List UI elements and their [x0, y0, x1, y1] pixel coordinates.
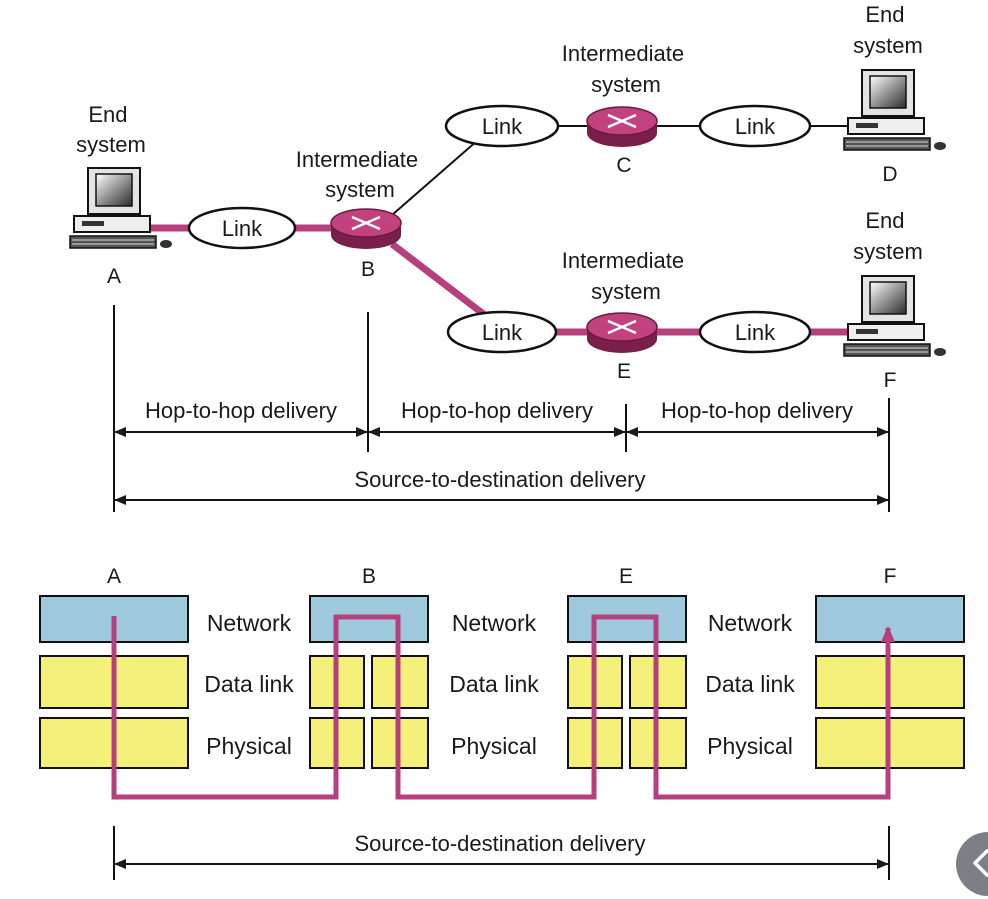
layer-label-network: Network [452, 610, 537, 636]
hop-label-3: Hop-to-hop delivery [661, 398, 853, 423]
link-label: Link [735, 114, 776, 139]
link-be: Link [446, 310, 558, 354]
node-d-id: D [882, 163, 897, 186]
computer-icon [843, 275, 946, 357]
link-label: Link [482, 114, 523, 139]
layer-label-physical: Physical [707, 733, 793, 759]
source-dest-label-top: Source-to-destination delivery [354, 467, 645, 492]
hop-label-2: Hop-to-hop delivery [401, 398, 593, 423]
source-dest-label-bottom: Source-to-destination delivery [354, 831, 645, 856]
node-e-role: Intermediate system [562, 248, 690, 304]
node-f-id: F [884, 369, 897, 392]
link-ef: Link [698, 310, 812, 354]
stack-header-b: B [362, 565, 376, 588]
node-f-role: End system [853, 208, 923, 264]
node-a-id: A [107, 265, 121, 288]
hop-label-1: Hop-to-hop delivery [145, 398, 337, 423]
node-a-role: End system [76, 102, 146, 157]
link-label: Link [735, 320, 776, 345]
router-icon [330, 208, 402, 249]
node-e-id: E [617, 360, 631, 383]
cable-b-link-lower [389, 241, 489, 319]
computer-icon [69, 167, 172, 249]
node-c-role: Intermediate system [562, 41, 690, 97]
source-dest-bottom: Source-to-destination delivery [113, 826, 890, 880]
stack-header-a: A [107, 565, 121, 588]
topology-connections [150, 125, 852, 336]
stack-header-e: E [619, 565, 633, 588]
cable-b-link-upper [391, 139, 479, 216]
layer-label-network: Network [708, 610, 793, 636]
node-d-role: End system [853, 2, 923, 58]
delivery-spans: Hop-to-hop delivery Hop-to-hop delivery … [113, 305, 890, 512]
link-ab: Link [187, 206, 297, 250]
node-c-id: C [616, 154, 631, 177]
layer-label-physical: Physical [451, 733, 537, 759]
layer-label-physical: Physical [206, 733, 292, 759]
stack-e [567, 595, 687, 769]
link-label: Link [222, 216, 263, 241]
layer-labels: Network Data link Physical Network Data … [204, 610, 795, 759]
layer-label-network: Network [207, 610, 292, 636]
chevron-left-icon [973, 849, 988, 877]
layer-label-data-link: Data link [204, 671, 294, 697]
router-icon [586, 106, 658, 147]
stack-header-f: F [884, 565, 897, 588]
packet-path [111, 614, 895, 800]
router-icon [586, 312, 658, 353]
stack-b [309, 595, 429, 769]
computer-icon [843, 69, 946, 151]
link-bc: Link [444, 104, 560, 148]
layer-label-data-link: Data link [449, 671, 539, 697]
link-label: Link [482, 320, 523, 345]
layer-label-data-link: Data link [705, 671, 795, 697]
node-b-role: Intermediate system [296, 147, 424, 202]
link-cd: Link [698, 104, 812, 148]
node-b-id: B [361, 258, 375, 281]
